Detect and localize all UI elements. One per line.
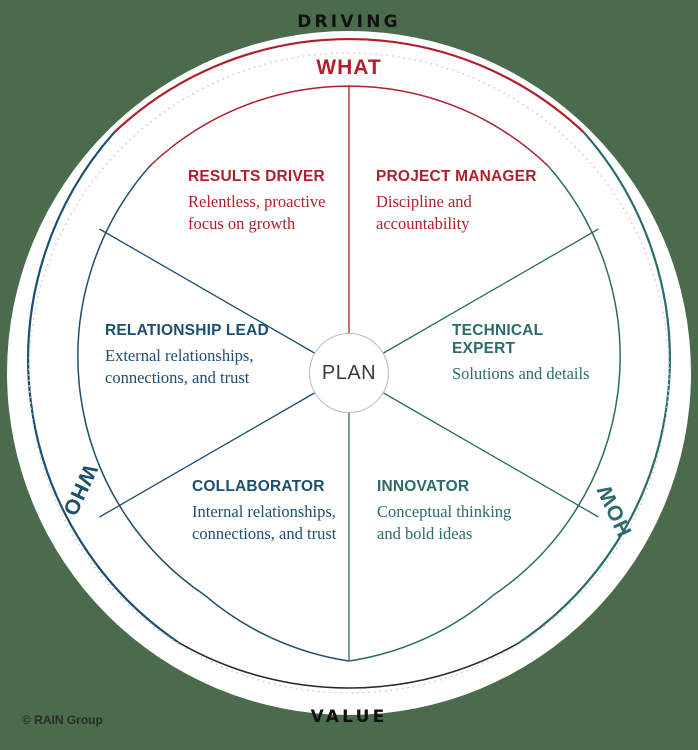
segment-innovator[interactable]: INNOVATOR Conceptual thinking and bold i…: [377, 478, 517, 546]
segment-description: Discipline and accountability: [376, 191, 472, 234]
segment-description: Solutions and details: [452, 363, 590, 383]
segment-title: RELATIONSHIP LEAD: [105, 322, 269, 339]
segment-collaborator[interactable]: COLLABORATOR Internal relationships, con…: [192, 478, 342, 546]
segment-title: INNOVATOR: [377, 478, 470, 495]
inner-arc-bottom-right: [348, 594, 494, 662]
axis-label-value: VALUE: [310, 707, 388, 727]
inner-arc-how: [492, 165, 621, 597]
segment-description: Internal relationships, connections, and…: [192, 501, 337, 544]
segment-title: TECHNICAL EXPERT: [452, 322, 544, 357]
ring-label-what: WHAT: [316, 56, 382, 79]
outer-rim-arc-bottom: [178, 641, 520, 689]
segment-title: RESULTS DRIVER: [188, 168, 325, 185]
spoke-lower-left: [99, 392, 315, 518]
segment-title: COLLABORATOR: [192, 478, 325, 495]
segment-description: External relationships, connections, and…: [105, 345, 254, 388]
outer-rim-arc-what: [113, 37, 585, 134]
center-hub-label: PLAN: [321, 361, 377, 384]
segment-description: Conceptual thinking and bold ideas: [377, 501, 512, 544]
segment-title: PROJECT MANAGER: [376, 168, 537, 185]
segment-technical-expert[interactable]: TECHNICAL EXPERT Solutions and details: [452, 322, 602, 385]
spoke-upper-left: [99, 228, 315, 354]
spoke-lower-right: [383, 392, 599, 518]
segment-results-driver[interactable]: RESULTS DRIVER Relentless, proactive foc…: [188, 168, 353, 236]
spoke-upper-right: [383, 228, 599, 354]
segment-relationship-lead[interactable]: RELATIONSHIP LEAD External relationships…: [105, 322, 305, 390]
dotted-ring: [28, 52, 670, 694]
segment-description: Relentless, proactive focus on growth: [188, 191, 326, 234]
inner-arc-who: [77, 165, 206, 597]
axis-label-driving: DRIVING: [297, 12, 401, 32]
copyright-notice: © RAIN Group: [22, 713, 103, 727]
center-hub[interactable]: PLAN: [309, 333, 389, 413]
inner-arc-bottom-left: [204, 594, 350, 662]
segment-project-manager[interactable]: PROJECT MANAGER Discipline and accountab…: [376, 168, 551, 236]
